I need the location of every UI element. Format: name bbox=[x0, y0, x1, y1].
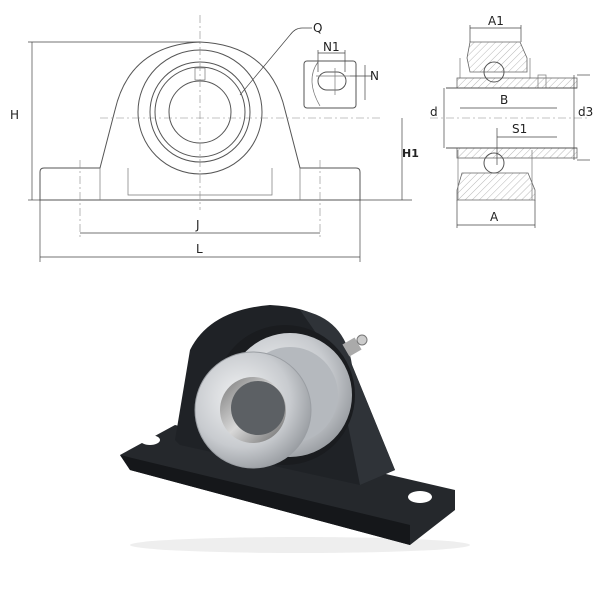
dim-H1-label: H1 bbox=[402, 147, 419, 160]
dim-N-label: N bbox=[370, 69, 379, 83]
dim-Q-label: Q bbox=[313, 21, 322, 35]
dim-S1-label: S1 bbox=[512, 122, 527, 136]
product-photo bbox=[120, 305, 470, 553]
section-view: A1 d B S1 d3 A bbox=[430, 14, 593, 228]
dim-L-label: L bbox=[196, 242, 203, 256]
dim-J-label: J bbox=[195, 218, 200, 232]
dim-d3-label: d3 bbox=[578, 105, 593, 119]
dim-N1-label: N1 bbox=[323, 40, 340, 54]
dim-d-label: d bbox=[430, 105, 438, 119]
dim-A1-label: A1 bbox=[488, 14, 504, 28]
slot-detail: N1 N bbox=[303, 40, 379, 109]
dim-H-label: H bbox=[10, 108, 19, 122]
front-view: H H1 J L Q bbox=[10, 15, 419, 262]
dim-B-label: B bbox=[500, 93, 508, 107]
dim-A-label: A bbox=[490, 210, 499, 224]
